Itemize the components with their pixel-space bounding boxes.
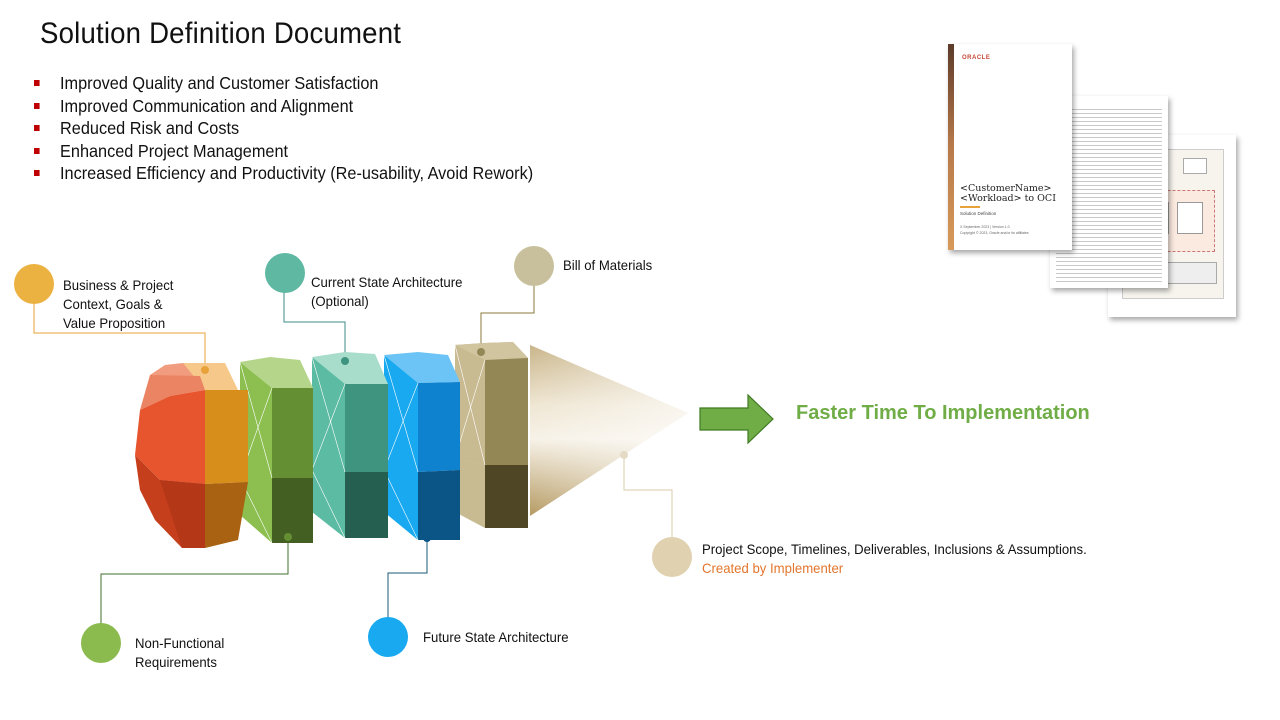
segment-current-state	[311, 352, 388, 539]
label-circles	[14, 246, 692, 663]
segment-bill-of-materials	[454, 342, 528, 528]
circle-bom	[514, 246, 554, 286]
bullet-marker	[34, 125, 40, 131]
circle-future-state	[368, 617, 408, 657]
benefit-item: Improved Communication and Alignment	[34, 95, 533, 118]
connector-current-state	[283, 272, 346, 361]
connector-future-state	[387, 538, 428, 637]
document-subtitle: Solution Definition	[960, 211, 997, 216]
page-title: Solution Definition Document	[40, 17, 402, 50]
label-scope-sub: Created by Implementer	[702, 560, 844, 576]
document-cover-page: ORACLE <CustomerName> <Workload> to OCI …	[948, 44, 1072, 250]
benefit-item: Improved Quality and Customer Satisfacti…	[34, 72, 533, 95]
connector-scope	[623, 455, 673, 555]
document-title: <CustomerName> <Workload> to OCI	[960, 183, 1056, 204]
circle-non-functional	[81, 623, 121, 663]
cone-shape	[530, 345, 688, 516]
circle-scope	[652, 537, 692, 577]
label-bom: Bill of Materials	[563, 257, 653, 273]
circle-business	[14, 264, 54, 304]
anchor-dots	[201, 348, 628, 542]
connector-business	[33, 285, 206, 370]
document-date: X September 2023 | Version 1.0	[960, 225, 1010, 229]
connector-bom	[480, 266, 535, 352]
arrow-right-icon	[699, 393, 774, 445]
bullet-marker	[34, 170, 40, 176]
outcome-label: Faster Time To Implementation	[796, 402, 1090, 424]
oracle-logo: ORACLE	[962, 55, 991, 61]
benefit-item: Reduced Risk and Costs	[34, 117, 533, 140]
benefit-item: Enhanced Project Management	[34, 140, 533, 163]
bullet-marker	[34, 102, 40, 109]
label-scope: Project Scope, Timelines, Deliverables, …	[702, 541, 1087, 576]
bullet-marker	[34, 80, 40, 86]
segment-business	[135, 363, 248, 548]
circle-current-state	[265, 253, 305, 293]
label-business: Business & Project Context, Goals & Valu…	[63, 277, 174, 331]
label-non-functional: Non-Functional Requirements	[135, 635, 225, 670]
label-current-state: Current State Architecture (Optional)	[311, 274, 463, 309]
connector-non-functional	[100, 537, 289, 644]
benefit-item: Increased Efficiency and Productivity (R…	[34, 162, 533, 185]
document-copyright: Copyright © 2023, Oracle and/or its affi…	[960, 231, 1029, 235]
segment-non-functional	[239, 357, 313, 544]
benefit-list: Improved Quality and Customer Satisfacti…	[34, 72, 571, 185]
connector-lines	[33, 266, 673, 644]
segment-future-state	[383, 352, 460, 541]
label-future-state: Future State Architecture	[423, 629, 569, 645]
bullet-marker	[34, 147, 40, 154]
